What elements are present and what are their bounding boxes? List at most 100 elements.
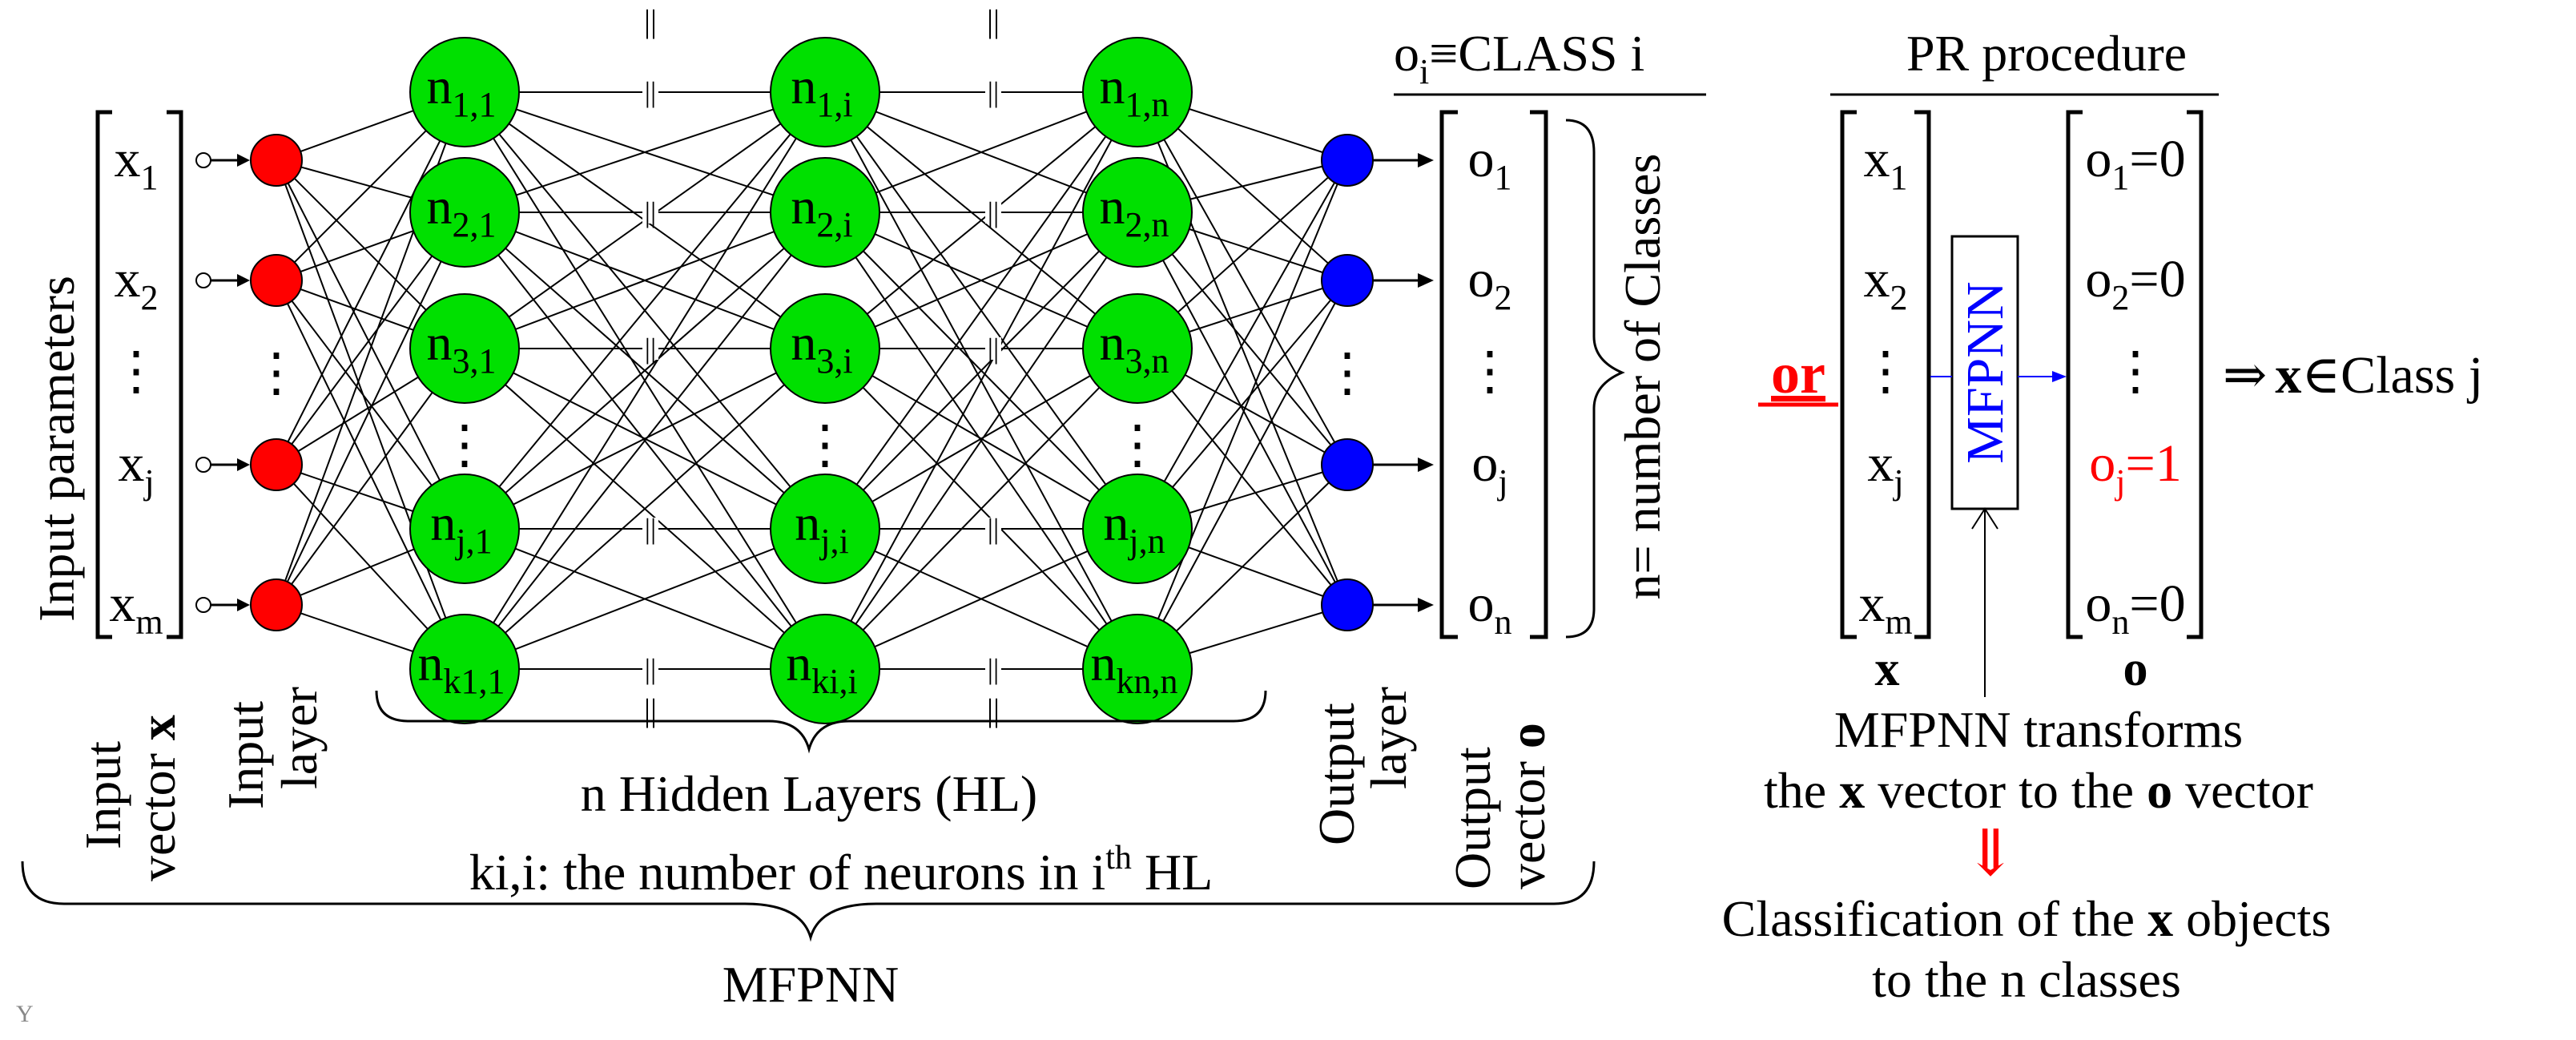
input-item-1: x2: [115, 250, 159, 317]
hidden-neuron-1-3: [770, 474, 880, 584]
pr-o-item-3-sub: j: [2114, 462, 2125, 502]
corner-mark: Y: [16, 1001, 34, 1027]
hidden-neuron-label-1-0-base: n: [791, 58, 816, 115]
neurons-count-sup: th: [1105, 840, 1132, 877]
wire-h2: [824, 91, 1138, 530]
input-terminal-4: [195, 597, 211, 613]
wire-h1: [464, 528, 826, 670]
input-neuron-1: [250, 254, 303, 307]
output-neuron-2: [1321, 438, 1374, 491]
hidden-neuron-label-1-4: nki,i: [786, 635, 857, 701]
break-gap-1-3: [985, 518, 1001, 540]
input-item-2: ⋮: [110, 342, 163, 401]
pr-result-x: x: [2275, 346, 2301, 405]
hidden-neuron-label-2-1-sub: 2,n: [1125, 205, 1169, 244]
pr-o-vector-items: o1=0o2=0⋮oj=1on=0: [2085, 130, 2185, 642]
input-item-3-base: x: [118, 434, 144, 493]
pr-x-right-bracket: [1914, 110, 1931, 639]
pr-x-item-1-base: x: [1864, 250, 1890, 308]
wire-h1: [464, 212, 826, 349]
pr-arrow-out-head: [2052, 371, 2067, 382]
hidden-neuron-0-2: [409, 293, 520, 404]
hidden-neuron-label-2-3-sub: j,n: [1127, 522, 1165, 561]
wire-h3-out: [1137, 159, 1348, 670]
input-layer-dots: ⋮: [250, 344, 303, 402]
input-layer-label-line1: Input: [217, 701, 274, 809]
hidden-neuron-label-0-4: nk1,1: [418, 635, 505, 701]
transform-line2-c: vector to the: [1865, 762, 2147, 819]
output-item-3-base: o: [1471, 434, 1498, 493]
break-gap-0-2: [642, 337, 658, 360]
break-gap-0-3: [642, 518, 658, 540]
wire-in-h1: [276, 212, 465, 606]
input-terminal-3: [195, 457, 211, 473]
input-vector-bold-x: x: [129, 715, 186, 740]
wire-h1: [464, 91, 826, 670]
pr-o-item-4-base: o: [2085, 574, 2111, 633]
output-vector-label-line2: vector o: [1499, 723, 1556, 889]
input-item-2-base: ⋮: [110, 342, 163, 401]
wire-h3-out: [1137, 91, 1348, 466]
hidden-neuron-label-2-4: nkn,n: [1091, 635, 1178, 701]
hidden-neuron-0-3: [409, 474, 520, 584]
hidden-neuron-label-2-3: nj,n: [1103, 494, 1165, 561]
break-mark-top-0-0: ||: [644, 3, 657, 39]
hidden-neuron-label-0-1-sub: 2,1: [453, 205, 497, 244]
hidden-neuron-label-1-3-base: n: [795, 494, 820, 551]
hidden-neuron-label-2-1-base: n: [1100, 178, 1125, 235]
pr-o-item-1-sub: 2: [2111, 278, 2129, 317]
hidden-layers-brace: [375, 690, 1267, 754]
neurons-count-text: ki,i: the number of neurons in i: [469, 844, 1106, 901]
hidden-neuron-label-0-2: n3,1: [427, 314, 497, 381]
break-mark-top-0-1: ||: [644, 692, 657, 728]
hidden-neuron-label-0-1: n2,1: [427, 178, 497, 244]
hidden-neuron-label-2-0-base: n: [1100, 58, 1125, 115]
hidden-neuron-label-1-3-sub: j,i: [819, 522, 848, 561]
pr-o-item-0-base: o: [2085, 130, 2111, 188]
wire-h1: [464, 91, 826, 530]
input-item-4: xm: [109, 574, 163, 642]
pr-x-item-4: xm: [1858, 574, 1912, 642]
break-mark-0-3: ||: [645, 513, 656, 545]
output-neuron-0: [1321, 134, 1374, 187]
hidden-neuron-label-2-4-base: n: [1091, 635, 1117, 691]
output-arrow-head-1: [1418, 273, 1434, 288]
hidden-neuron-0-4: [409, 614, 520, 724]
hidden-neuron-1-4: [770, 614, 880, 724]
pr-o-item-0: o1=0: [2085, 130, 2185, 197]
hidden-neuron-label-1-1-base: n: [791, 178, 816, 235]
output-layer-label-line2: layer: [1360, 687, 1417, 789]
wire-h1: [464, 91, 826, 213]
class-header: oi≡CLASS i: [1394, 25, 1644, 91]
input-terminal-0: [195, 152, 211, 168]
output-item-3: oj: [1471, 434, 1507, 502]
or-label: or: [1771, 341, 1825, 405]
hidden-neuron-label-2-2-base: n: [1100, 314, 1125, 371]
pr-x-item-4-sub: m: [1885, 603, 1912, 642]
break-mark-0-1: ||: [645, 196, 656, 228]
output-item-1-base: o: [1468, 250, 1495, 308]
input-item-0-sub: 1: [141, 158, 159, 197]
pr-x-item-3: xj: [1867, 434, 1903, 502]
wire-h3-out: [1137, 159, 1348, 530]
mfpnn-label: MFPNN: [722, 956, 900, 1013]
wire-h1: [464, 348, 826, 670]
hidden-neuron-label-0-4-sub: k1,1: [444, 662, 505, 701]
hidden-neuron-label-2-0: n1,n: [1100, 58, 1169, 124]
input-arrow-head-0: [237, 154, 250, 167]
pr-x-item-1-sub: 2: [1890, 278, 1908, 317]
pr-o-right-bracket: [2187, 110, 2204, 639]
hidden-neuron-0-1: [409, 157, 520, 268]
input-arrow-head-1: [237, 274, 250, 287]
hidden-neuron-label-1-1: n2,i: [791, 178, 852, 244]
break-mark-1-4: ||: [988, 653, 999, 685]
output-arrow-head-2: [1418, 458, 1434, 472]
break-gap-0-0: [642, 81, 658, 103]
output-layer-dots: ⋮: [1321, 344, 1374, 402]
transform-line2: the x vector to the o vector: [1764, 762, 2313, 819]
output-vector-word: vector: [1499, 761, 1556, 889]
hidden-neuron-label-1-1-sub: 2,i: [816, 205, 852, 244]
output-layer-label-line1: Output: [1308, 703, 1365, 845]
pr-x-item-4-base: x: [1858, 574, 1885, 633]
